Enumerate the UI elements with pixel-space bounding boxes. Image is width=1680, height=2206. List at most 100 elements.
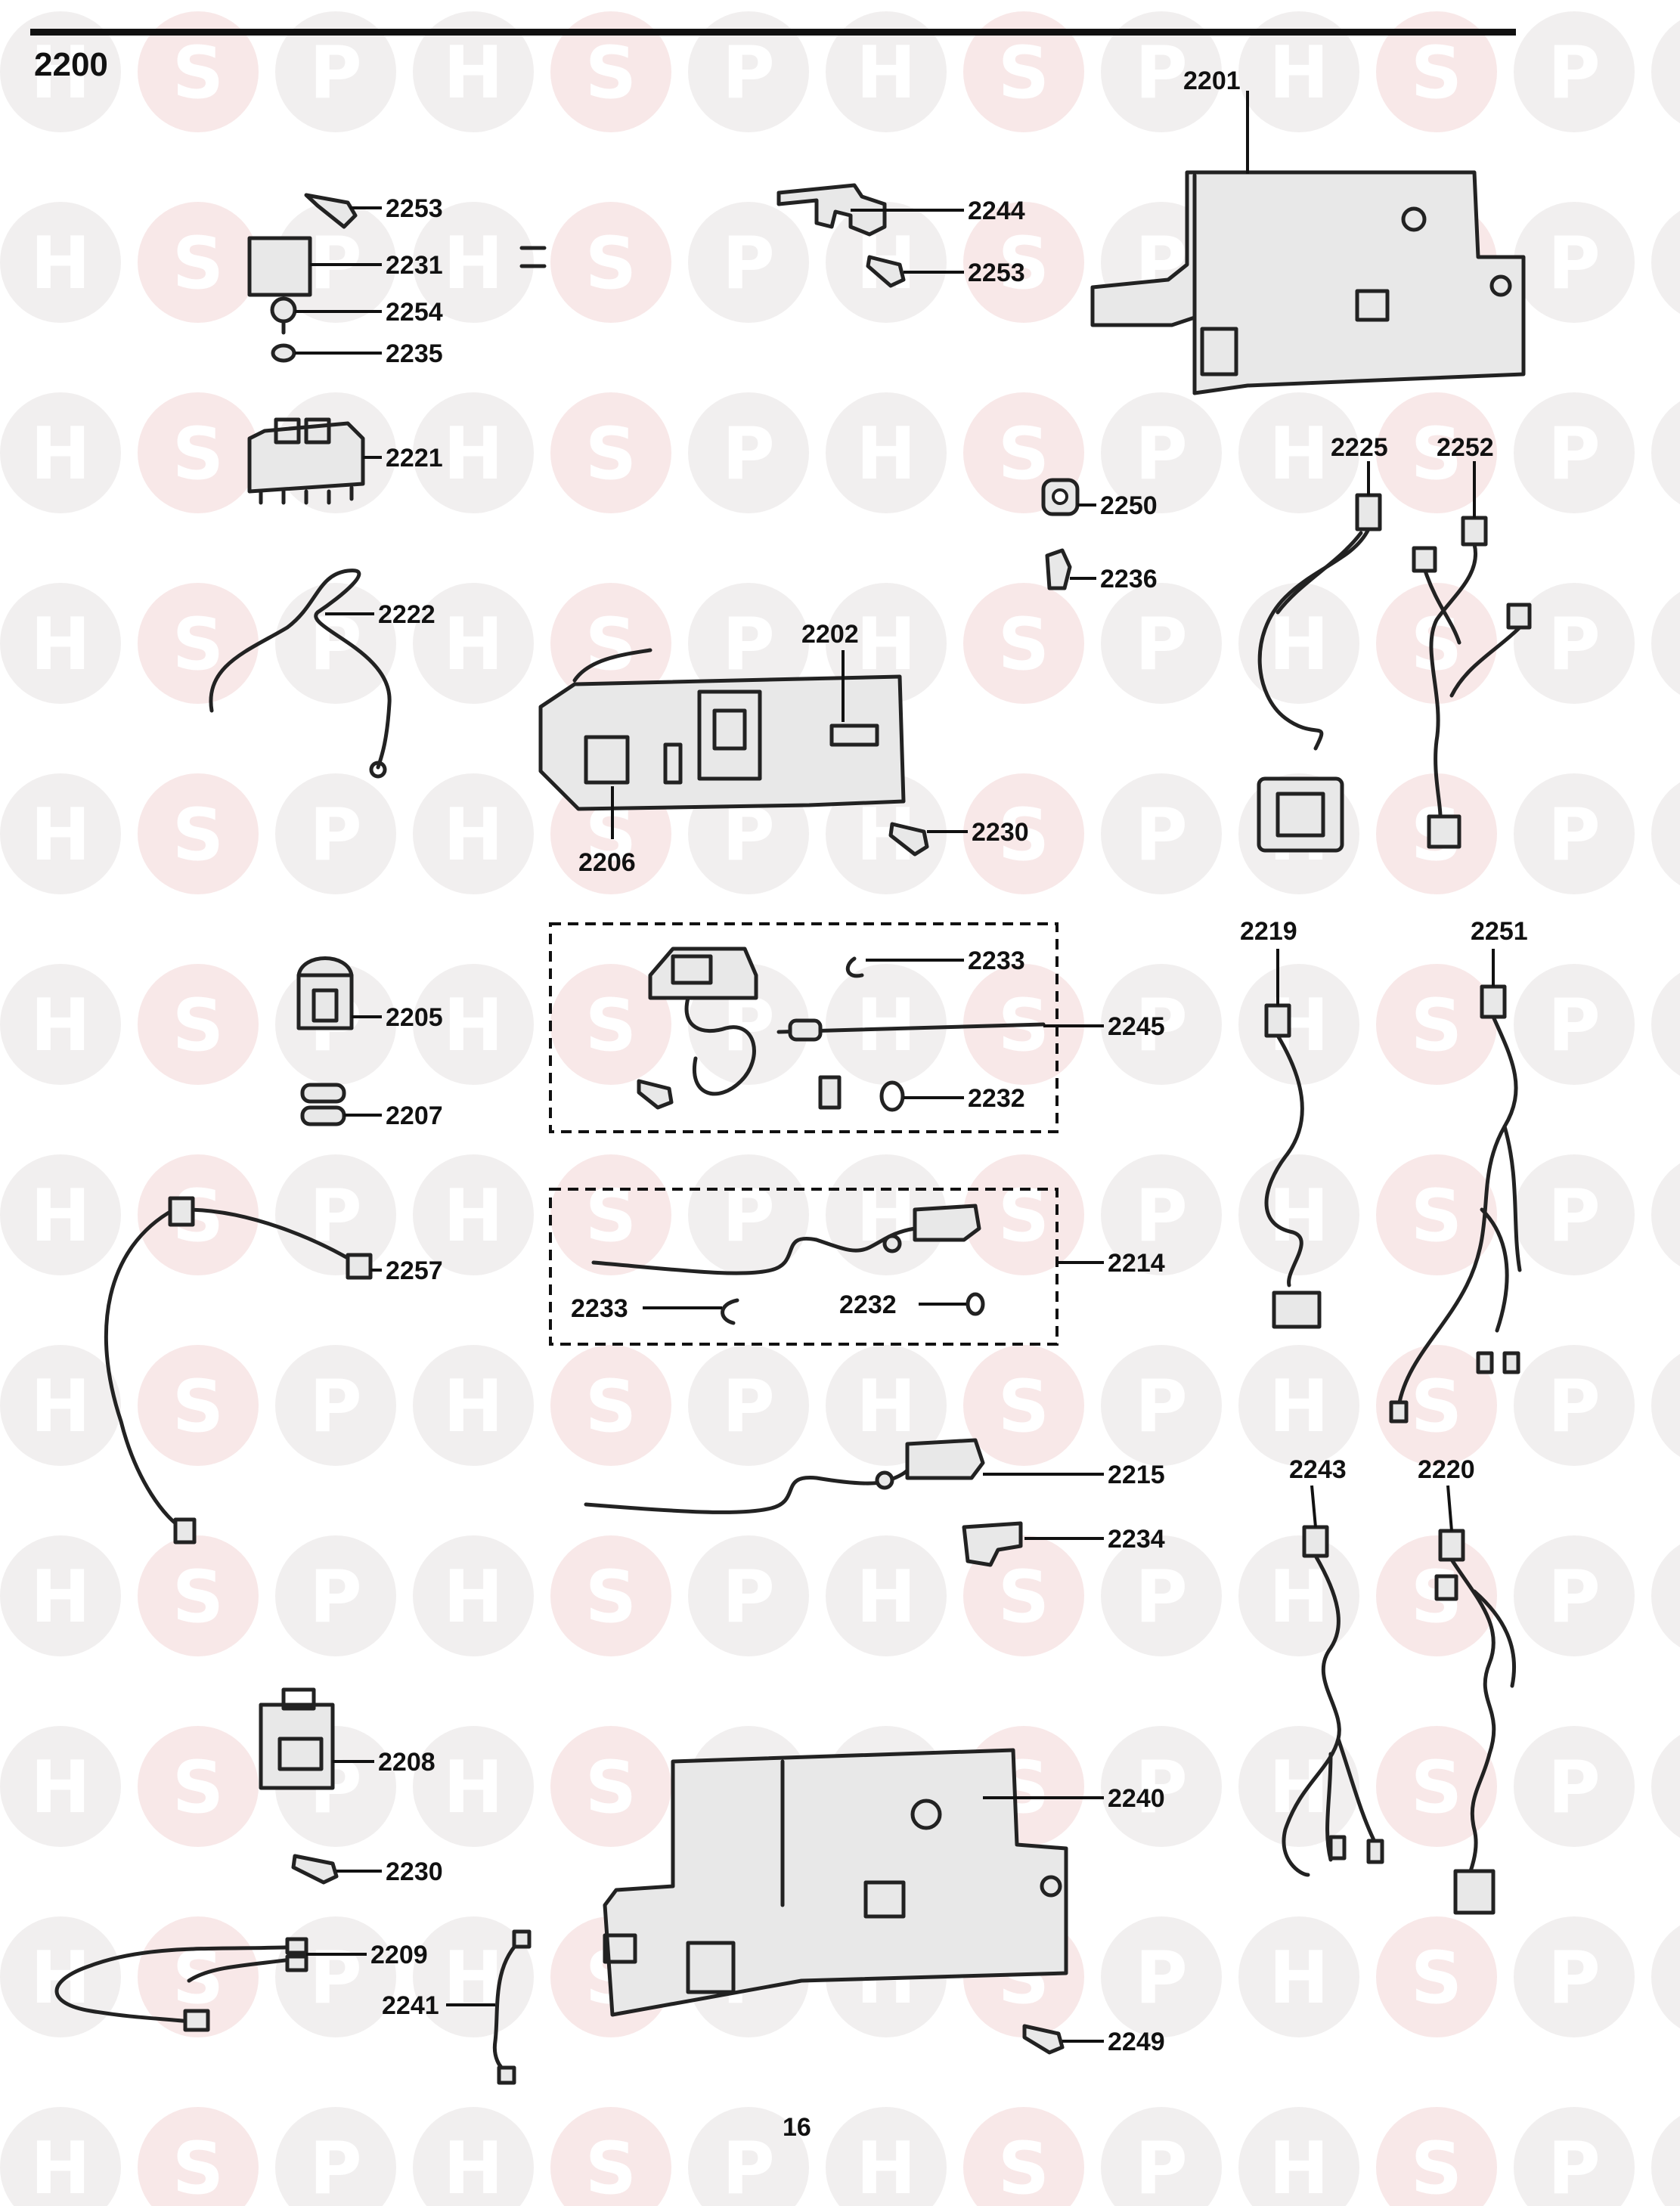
watermark-letter: S (585, 1365, 637, 1448)
watermark-letter: H (30, 1746, 91, 1830)
watermark-letter: S (998, 1175, 1049, 1258)
watermark-circle (138, 1726, 259, 1847)
watermark-circle (138, 1535, 259, 1656)
label-2231: 2231 (386, 251, 443, 280)
watermark-letter: P (722, 2127, 775, 2206)
watermark-circle (1376, 11, 1497, 132)
watermark-circle (1238, 1535, 1359, 1656)
control-box-2201 (1090, 170, 1526, 395)
watermark-letter: P (309, 1365, 362, 1448)
watermark-circle (1376, 1345, 1497, 1466)
label-2206: 2206 (578, 848, 636, 877)
watermark-circle (1101, 1345, 1222, 1466)
watermark-letter: S (172, 222, 224, 305)
watermark-letter: P (1548, 413, 1601, 496)
watermark-letter: S (585, 1175, 637, 1258)
terminal-block-2221 (247, 417, 365, 505)
watermark-letter: H (856, 1556, 916, 1639)
watermark-circle (1651, 401, 1680, 505)
relay-2205 (296, 956, 354, 1030)
kit-box-2214 (549, 1188, 1059, 1346)
watermark-circle (688, 583, 809, 704)
watermark-letter: S (1411, 603, 1462, 686)
watermark-circle (275, 2107, 396, 2206)
harness-2252 (1412, 516, 1532, 849)
watermark-letter: H (1269, 2127, 1329, 2206)
watermark-circle (963, 1154, 1084, 1275)
watermark-circle (1514, 773, 1635, 894)
transformer-2208 (259, 1687, 335, 1790)
watermark-letter: P (309, 32, 362, 115)
overheat-stat-2215 (584, 1438, 985, 1514)
label-2257: 2257 (386, 1256, 443, 1285)
watermark-circle (1376, 392, 1497, 513)
label-2253-b: 2253 (968, 259, 1025, 287)
watermark-letter: P (722, 1556, 775, 1639)
screw-2230-a (888, 822, 929, 857)
screw-2253-a (304, 193, 358, 229)
washer-2254 (270, 296, 297, 335)
watermark-letter: S (1411, 1365, 1462, 1448)
watermark-letter: S (172, 1746, 224, 1830)
watermark-circle (1514, 583, 1635, 704)
watermark-circle (138, 583, 259, 704)
watermark-circle (1376, 1916, 1497, 2037)
kit-box-2245 (549, 922, 1059, 1133)
watermark-letter: H (30, 413, 91, 496)
label-2250: 2250 (1100, 491, 1158, 520)
watermark-circle (1101, 2107, 1222, 2206)
watermark-circle (550, 202, 671, 323)
watermark-letter: S (998, 1556, 1049, 1639)
watermark-letter: P (1135, 1746, 1188, 1830)
watermark-circle (1238, 1916, 1359, 2037)
watermark-letter: H (443, 1175, 504, 1258)
watermark-circle (1514, 392, 1635, 513)
watermark-circle (0, 1535, 121, 1656)
watermark-letter: H (443, 32, 504, 115)
watermark-letter: S (1411, 1937, 1462, 2020)
screw-2253-b (866, 255, 906, 288)
watermark-letter: S (1411, 2127, 1462, 2206)
watermark-circle (550, 1154, 671, 1275)
watermark-circle (1238, 392, 1359, 513)
watermark-letter: S (585, 603, 637, 686)
watermark-letter: S (998, 794, 1049, 877)
watermark-circle (413, 1535, 534, 1656)
watermark-circle (963, 202, 1084, 323)
watermark-letter: H (30, 1175, 91, 1258)
watermark-letter: H (1269, 32, 1329, 115)
watermark-circle (1651, 2115, 1680, 2206)
watermark-letter: P (309, 1175, 362, 1258)
watermark-circle (688, 1535, 809, 1656)
watermark-circle (0, 2107, 121, 2206)
watermark-letter: H (443, 413, 504, 496)
watermark-letter: S (172, 794, 224, 877)
watermark-letter: H (1269, 1937, 1329, 2020)
screw-2230-b (291, 1854, 339, 1885)
watermark-circle (1101, 773, 1222, 894)
watermark-letter: P (722, 603, 775, 686)
watermark-circle (1651, 1353, 1680, 1458)
watermark-circle (826, 1345, 947, 1466)
watermark-letter: S (172, 603, 224, 686)
watermark-letter: P (1548, 794, 1601, 877)
watermark-letter: S (998, 413, 1049, 496)
watermark-letter: S (172, 413, 224, 496)
watermark-circle (1514, 202, 1635, 323)
watermark-circle (138, 392, 259, 513)
watermark-circle (0, 1345, 121, 1466)
thermostat-2245 (637, 947, 1046, 1112)
watermark-circle (413, 202, 534, 323)
watermark-circle (1376, 2107, 1497, 2206)
watermark-letter: P (722, 32, 775, 115)
watermark-circle (550, 1726, 671, 1847)
watermark-letter: H (443, 1746, 504, 1830)
watermark-circle (688, 11, 809, 132)
watermark-letter: S (585, 1746, 637, 1830)
watermark-circle (826, 964, 947, 1085)
watermark-circle (550, 1345, 671, 1466)
label-2236: 2236 (1100, 565, 1158, 593)
watermark-circle (413, 392, 534, 513)
watermark-circle (0, 11, 121, 132)
